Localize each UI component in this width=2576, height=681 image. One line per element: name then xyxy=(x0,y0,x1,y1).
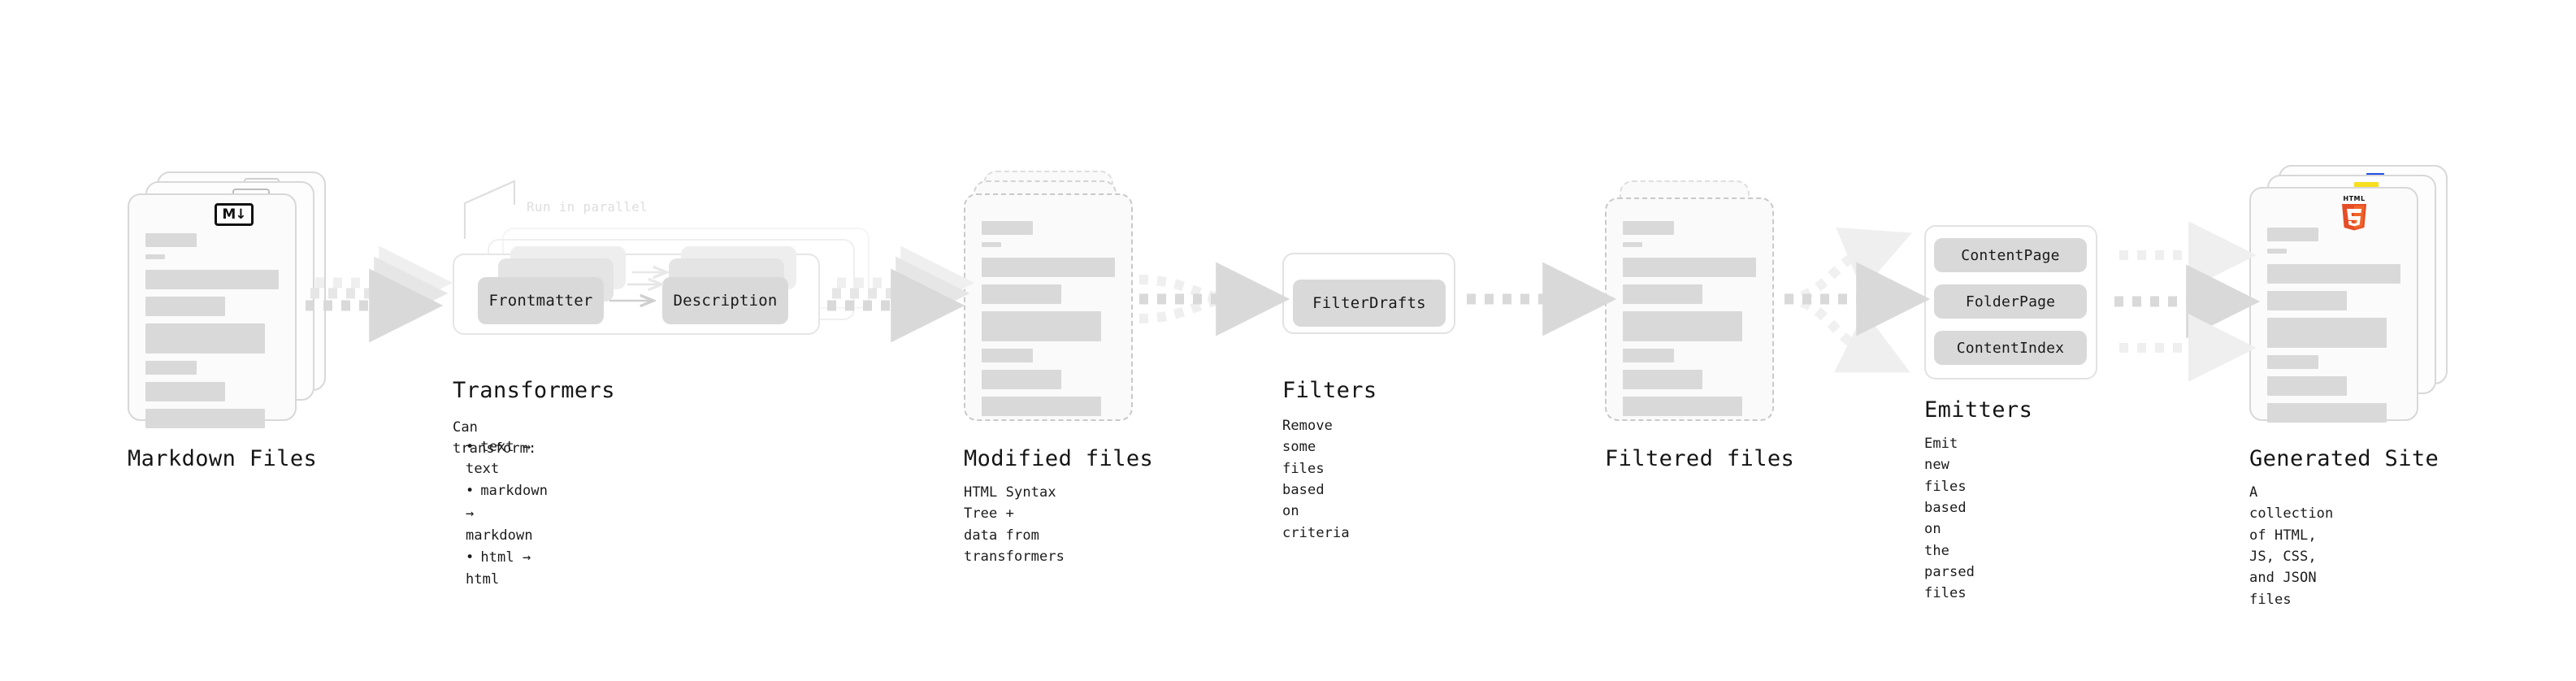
bar xyxy=(1623,349,1674,362)
bar xyxy=(982,311,1101,341)
bar xyxy=(1623,258,1756,277)
emitters-subtitle: Emit new files based on the parsed files xyxy=(1924,436,1975,602)
svg-text:HTML: HTML xyxy=(2343,195,2365,202)
bar xyxy=(145,233,197,247)
bar xyxy=(145,254,165,259)
stage-title-modified-files: Modified files xyxy=(964,446,1154,471)
run-in-parallel-label: Run in parallel xyxy=(527,199,648,215)
emitter-chip-folderpage[interactable]: FolderPage xyxy=(1934,284,2087,319)
stage-title-generated-site: Generated Site xyxy=(2249,446,2439,471)
transform-bullet: markdown → markdown xyxy=(466,480,548,547)
bar xyxy=(982,397,1101,416)
bar xyxy=(982,370,1061,389)
bar xyxy=(2267,355,2318,369)
stage-title-filtered-files: Filtered files xyxy=(1605,446,1795,471)
generated-site-subtitle: A collection of HTML, JS, CSS, and JSON … xyxy=(2249,484,2334,608)
connector-modified-to-filters xyxy=(1138,262,1290,336)
transformer-chip-description[interactable]: Description xyxy=(662,277,788,324)
bar xyxy=(1623,370,1702,389)
bar xyxy=(1623,221,1674,235)
bar xyxy=(982,242,1001,247)
bar xyxy=(145,323,265,354)
bar xyxy=(145,361,197,375)
filtered-card-bars xyxy=(1623,221,1761,423)
emitter-chip-contentindex[interactable]: ContentIndex xyxy=(1934,331,2087,365)
connector-emitters-to-generated xyxy=(2114,221,2261,382)
bar xyxy=(982,221,1033,235)
emitter-chip-contentpage[interactable]: ContentPage xyxy=(1934,238,2087,272)
markdown-icon: M↓ xyxy=(215,203,254,226)
bar xyxy=(982,349,1033,362)
bar xyxy=(1623,242,1642,247)
bar xyxy=(982,284,1061,304)
bar xyxy=(2267,318,2387,348)
bar xyxy=(2267,249,2287,254)
filters-subtitle: Remove some files based on criteria xyxy=(1282,418,1350,541)
modified-files-subtitle: HTML Syntax Tree + data from transformer… xyxy=(964,484,1065,566)
transform-bullet: html → html xyxy=(466,547,548,591)
bar xyxy=(1623,397,1742,416)
stage-title-markdown-files: Markdown Files xyxy=(128,446,318,471)
bar xyxy=(2267,228,2318,241)
bar xyxy=(1623,284,1702,304)
markdown-card-bars xyxy=(145,233,284,436)
bar xyxy=(982,258,1115,277)
modified-card-bars xyxy=(982,221,1120,423)
html5-icon: HTML xyxy=(2342,195,2366,231)
stage-title-filters: Filters xyxy=(1282,378,1377,403)
bar xyxy=(145,409,265,428)
bar xyxy=(145,297,225,316)
filter-chip-filterdrafts[interactable]: FilterDrafts xyxy=(1293,280,1446,327)
bar xyxy=(2267,264,2400,284)
bar xyxy=(2267,376,2347,396)
bar xyxy=(145,270,279,289)
bar xyxy=(145,382,225,401)
bar xyxy=(2267,291,2347,310)
generated-card-bars xyxy=(2267,228,2405,430)
bar xyxy=(2267,403,2387,423)
stage-title-transformers: Transformers xyxy=(453,378,615,403)
transform-bullet: text → text xyxy=(466,436,548,480)
connector-filtered-to-emitters xyxy=(1784,228,1931,373)
stage-title-emitters: Emitters xyxy=(1924,397,2033,423)
bar xyxy=(1623,311,1742,341)
transformers-bullets: text → text markdown → markdown html → h… xyxy=(453,436,548,591)
transformer-chip-frontmatter[interactable]: Frontmatter xyxy=(478,277,604,324)
